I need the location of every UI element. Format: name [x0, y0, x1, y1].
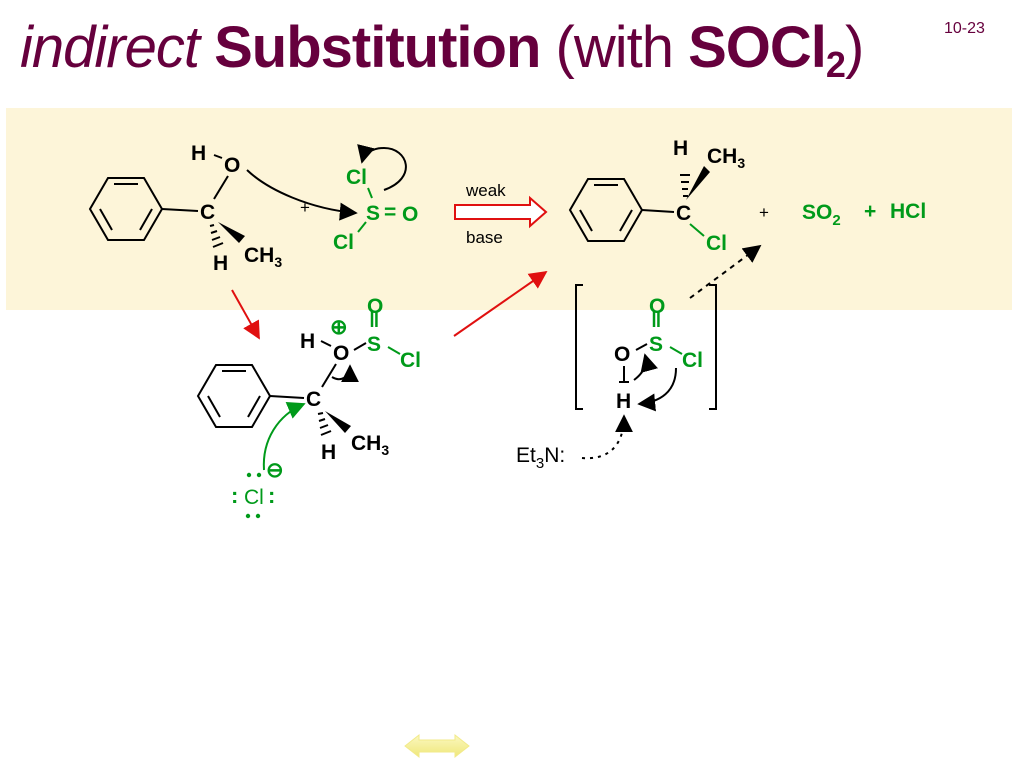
benzene-ring-2 [568, 178, 644, 242]
reaction-arrow [454, 195, 548, 229]
atom-o: O [402, 203, 418, 226]
atom-s: S [367, 333, 381, 356]
benzene-ring-1 [88, 177, 164, 241]
slide-title: indirect Substitution (with SOCl2) [20, 14, 864, 86]
title-with: (with [555, 15, 674, 80]
hash-bond-h [680, 174, 690, 197]
title-socl2: SOCl2 [688, 15, 846, 85]
lone-pair-dots [245, 472, 262, 519]
title-close-paren: ) [844, 15, 864, 80]
curved-arrow-o-to-s [246, 169, 358, 221]
atom-h: H [191, 142, 206, 165]
hash-bond-h [209, 224, 224, 248]
atom-s: S [649, 333, 663, 356]
wedge-bond-ch3 [325, 411, 351, 433]
atom-s: S [366, 202, 380, 225]
double-bond-symbol: = [384, 201, 396, 224]
wedge-bond-ch3 [218, 222, 245, 243]
atom-o: O [333, 342, 349, 365]
triethylamine: Et3N: [516, 444, 565, 472]
title-indirect: indirect [20, 15, 200, 80]
benzene-ring-3 [196, 364, 272, 428]
bracket-intermediate: O ‖ S Cl O H [575, 284, 717, 413]
intermediate-oxonium: O ‖ S Cl ⊕ H O C H CH3 [196, 295, 421, 464]
plus-sign: + [759, 203, 769, 222]
atom-c: C [676, 202, 691, 225]
ominus-charge: ⊖ [266, 459, 284, 482]
lone-pair-dots: : [231, 483, 238, 508]
red-arrow-to-intermediate [231, 289, 260, 340]
atom-h: H [321, 441, 336, 464]
plus-sign: + [300, 198, 310, 217]
product-so2: SO2 [802, 201, 841, 229]
atom-ch3: CH3 [707, 145, 745, 171]
label-weak: weak [465, 181, 506, 200]
atom-cl: Cl [244, 486, 264, 509]
double-bond-symbol: ‖ [651, 309, 661, 332]
atom-ch3: CH3 [244, 244, 282, 270]
atom-cl: Cl [346, 166, 367, 189]
atom-cl: Cl [682, 349, 703, 372]
curved-arrow-cl-attack [262, 402, 306, 471]
product-chloride: H CH3 C Cl [568, 137, 745, 255]
wedge-bond-ch3 [686, 166, 710, 200]
dashed-arrow-to-product [689, 244, 762, 299]
atom-o: O [614, 343, 630, 366]
curved-arrow-oh-o [633, 353, 658, 381]
atom-h: H [213, 252, 228, 275]
label-base: base [466, 228, 503, 247]
lone-pair-dots: : [268, 483, 275, 508]
red-arrow-to-product [453, 270, 548, 337]
atom-o: O [224, 154, 240, 177]
plus-green: + [864, 200, 876, 223]
atom-c: C [306, 388, 321, 411]
atom-h: H [616, 390, 631, 413]
slide-number: 10-23 [944, 20, 985, 37]
atom-o: O [649, 295, 665, 318]
thionyl-chloride: Cl S = O Cl [333, 166, 418, 254]
oplus-charge: ⊕ [330, 316, 348, 339]
atom-o: O [367, 295, 383, 318]
curved-arrow-c-o [331, 364, 359, 383]
right-bracket [709, 284, 717, 410]
curved-arrow-s-cl [357, 144, 407, 191]
atom-cl: Cl [333, 231, 354, 254]
double-bond-symbol: ‖ [369, 309, 379, 332]
curved-arrow-cl-h [637, 367, 677, 412]
reactant-alcohol: H O C H CH3 [88, 142, 282, 275]
hash-bond-h [317, 412, 332, 436]
atom-ch3: CH3 [351, 432, 389, 458]
atom-h: H [300, 330, 315, 353]
title-substitution: Substitution [214, 15, 541, 80]
atom-cl: Cl [706, 232, 727, 255]
left-bracket [575, 284, 583, 410]
atom-h: H [673, 137, 688, 160]
chloride-ion: ⊖ Cl : : [231, 459, 284, 519]
atom-c: C [200, 201, 215, 224]
dotted-arrow-base-h [581, 414, 633, 460]
atom-cl: Cl [400, 349, 421, 372]
product-hcl: HCl [890, 200, 926, 223]
nav-double-arrow[interactable] [404, 733, 470, 759]
